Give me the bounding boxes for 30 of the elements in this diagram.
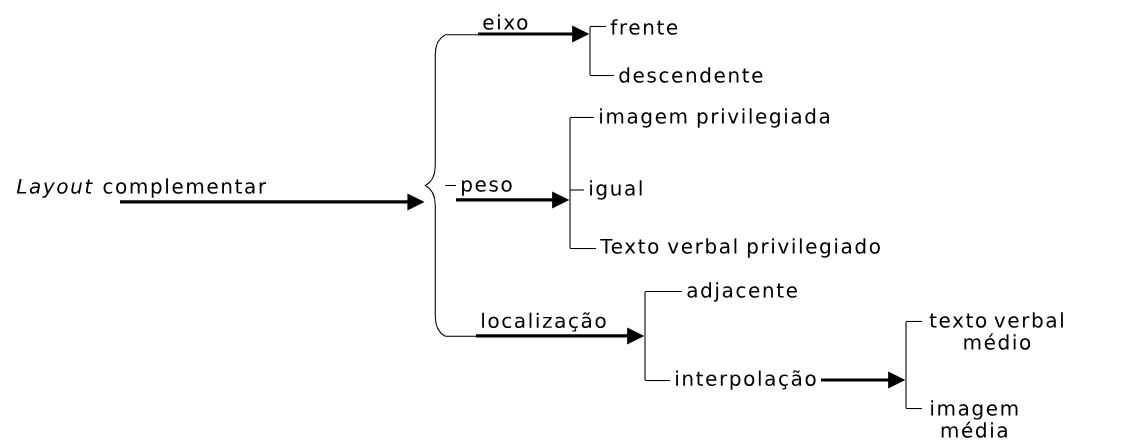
- connector-line: [569, 248, 597, 250]
- curly-brace: [424, 34, 446, 337]
- connector-line: [569, 116, 595, 118]
- connector-line: [905, 320, 923, 322]
- bracket-line: [569, 117, 571, 249]
- term-label: peso: [462, 180, 512, 196]
- connector-line: [589, 75, 615, 77]
- connector-line: [589, 25, 607, 27]
- connector-line: [644, 380, 671, 382]
- term-label: interpolação: [676, 370, 816, 390]
- term-label: Layout complementar: [16, 178, 267, 198]
- connector-line: [569, 189, 585, 191]
- term-label: imagem média: [931, 400, 1018, 438]
- connector-line: [644, 290, 683, 292]
- term-label: igual: [590, 180, 642, 200]
- connector-line: [444, 335, 477, 337]
- term-label: adjacente: [687, 282, 797, 302]
- term-label: texto verbal médio: [929, 312, 1063, 350]
- term-label: eixo: [483, 14, 528, 30]
- bracket-line: [905, 321, 907, 409]
- term-label: Texto verbal privilegiado: [600, 238, 880, 258]
- term-label: localização: [482, 312, 606, 332]
- term-label: descendente: [619, 67, 763, 83]
- term-label: imagem privilegiada: [600, 108, 829, 128]
- connector-line: [444, 184, 457, 187]
- term-label: frente: [610, 19, 678, 35]
- bracket-line: [589, 26, 591, 76]
- bracket-line: [644, 291, 646, 381]
- connector-line: [444, 34, 479, 36]
- connector-line: [905, 408, 923, 410]
